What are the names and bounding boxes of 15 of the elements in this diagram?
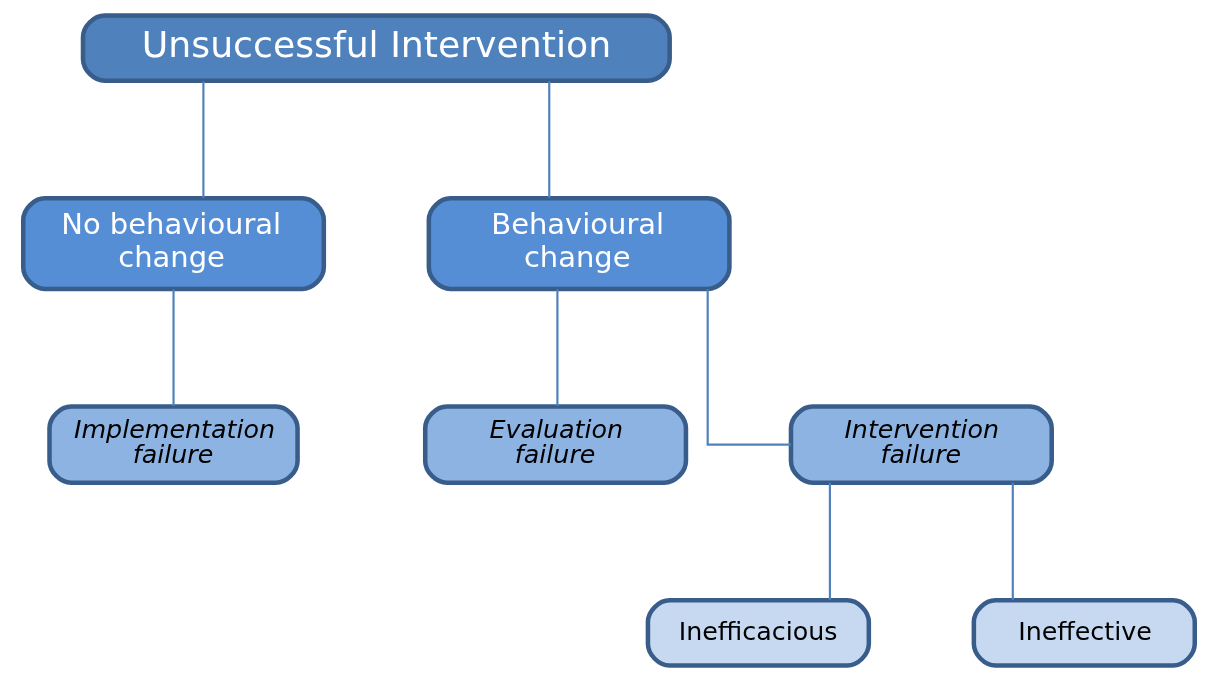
connector xyxy=(201,81,204,198)
connector xyxy=(171,289,175,406)
node-box: Ineffective xyxy=(971,598,1197,668)
connector xyxy=(1011,482,1014,600)
connector xyxy=(547,81,550,198)
node-box: Inefficacious xyxy=(645,598,871,668)
connector xyxy=(555,289,558,406)
node-box: Evaluation failure xyxy=(422,404,688,485)
node-box: No behavioural change xyxy=(20,196,326,292)
node-box: Behavioural change xyxy=(426,196,732,292)
connector xyxy=(828,482,831,600)
connector xyxy=(706,289,791,446)
node-box: Implementation failure xyxy=(46,404,300,485)
node-box: Intervention failure xyxy=(788,404,1054,485)
node-box: Unsuccessful Intervention xyxy=(80,13,672,83)
